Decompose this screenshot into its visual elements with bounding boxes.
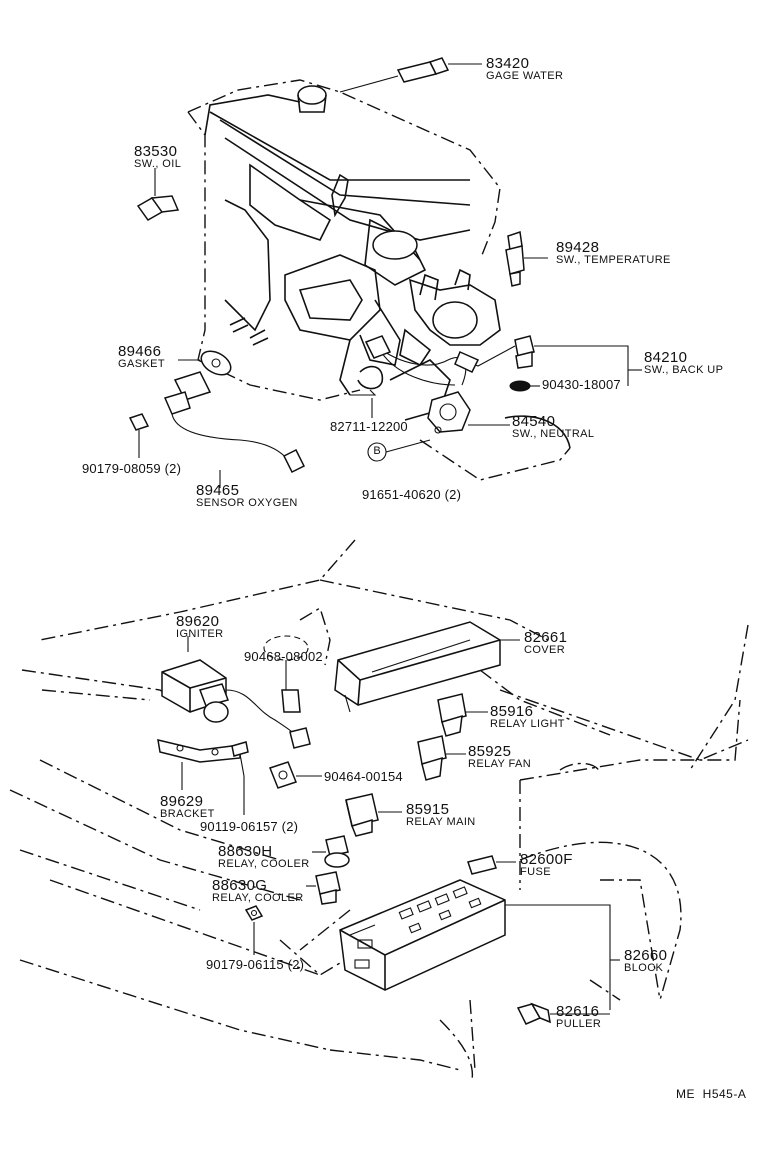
label-84540: 84540 SW., NEUTRAL [512, 414, 594, 440]
part-description: IGNITER [176, 628, 224, 640]
part-description: COVER [524, 644, 566, 656]
part-number: 82660 [624, 947, 668, 964]
temperature-switch [505, 231, 548, 287]
label-82660: 82660 BLOCK [624, 948, 667, 974]
part-description: SW., BACK UP [644, 364, 724, 376]
part-number: 89629 [160, 793, 204, 810]
label-85925: 85925 RELAY FAN [468, 744, 531, 770]
part-number: 82600F [520, 851, 573, 868]
part-description: SW., TEMPERATURE [556, 254, 671, 266]
oil-pressure-switch [136, 168, 180, 221]
relay-main [345, 793, 402, 837]
part-number: 88630H [218, 843, 273, 860]
label-90468-08002: 90468-08002 [244, 649, 323, 664]
fuse-box-cover [334, 621, 520, 713]
engine-compartment-outline [9, 539, 749, 1081]
neutral-start-switch [427, 391, 571, 449]
label-89465: 89465 SENSOR OXYGEN [196, 483, 298, 509]
fuse [467, 855, 516, 875]
part-number: 89620 [176, 613, 220, 630]
bolt-b-marker [367, 439, 431, 462]
igniter-screw [231, 741, 249, 815]
label-83530: 83530 SW., OIL [134, 144, 181, 170]
part-description: PULLER [556, 1018, 602, 1030]
part-number: 85925 [468, 743, 512, 760]
nut-90179 [244, 905, 264, 955]
part-description: GASKET [118, 358, 166, 370]
relay-cooler-g [306, 871, 341, 905]
part-number: 85916 [490, 703, 534, 720]
relay-light [437, 693, 488, 737]
wire-clamp-ring [263, 635, 309, 713]
part-description: RELAY FAN [468, 758, 532, 770]
part-number: 84210 [644, 349, 688, 366]
drawing-code-footer: ME H545-A [676, 1088, 746, 1100]
part-number: 83530 [134, 143, 178, 160]
part-number: 88630G [212, 877, 268, 894]
label-82616: 82616 PULLER [556, 1004, 601, 1030]
water-gage-sender [339, 57, 482, 93]
part-number: 83420 [486, 55, 530, 72]
label-90119-06157: 90119-06157 (2) [200, 819, 299, 834]
part-description: RELAY MAIN [406, 816, 476, 828]
oxygen-sensor-assembly [128, 350, 306, 488]
label-88630G: 88630G RELAY, COOLER [212, 878, 304, 904]
part-description: FUSE [520, 866, 551, 878]
footer-code-right: H545-A [702, 1087, 747, 1101]
part-description: BRACKET [160, 808, 215, 820]
part-number: 82616 [556, 1003, 600, 1020]
part-description: RELAY, COOLER [218, 858, 310, 870]
part-description: BLOCK [624, 962, 664, 974]
backup-switch [454, 335, 642, 392]
relay-cooler-h [312, 835, 350, 868]
label-82711-12200: 82711-12200 [330, 419, 408, 434]
label-89620: 89620 IGNITER [176, 614, 223, 640]
part-number: 89465 [196, 482, 240, 499]
label-83420: 83420 GAGE WATER [486, 56, 563, 82]
label-82600F: 82600F FUSE [520, 852, 573, 878]
part-description: GAGE WATER [486, 70, 564, 82]
part-description: RELAY LIGHT [490, 718, 565, 730]
part-number: 89466 [118, 343, 162, 360]
label-85916: 85916 RELAY LIGHT [490, 704, 565, 730]
label-90179-08059: 90179-08059 (2) [82, 461, 182, 476]
label-89428: 89428 SW., TEMPERATURE [556, 240, 671, 266]
part-number: 89428 [556, 239, 600, 256]
label-84210: 84210 SW., BACK UP [644, 350, 723, 376]
label-89466: 89466 GASKET [118, 344, 165, 370]
wire-harness-clip [269, 761, 322, 789]
label-90464-00154: 90464-00154 [324, 769, 403, 784]
relay-fan [417, 735, 466, 781]
label-91651-40620: 91651-40620 (2) [362, 487, 462, 502]
part-description: SENSOR OXYGEN [196, 497, 298, 509]
label-90430-18007: 90430-18007 [542, 377, 621, 392]
label-85915: 85915 RELAY MAIN [406, 802, 476, 828]
label-88630H: 88630H RELAY, COOLER [218, 844, 310, 870]
part-description: RELAY, COOLER [212, 892, 304, 904]
label-89629: 89629 BRACKET [160, 794, 215, 820]
label-82661: 82661 COVER [524, 630, 567, 656]
part-number: 84540 [512, 413, 556, 430]
b-marker-letter: B [373, 445, 381, 457]
fuse-puller [516, 1002, 610, 1025]
label-90179-06115: 90179-06115 (2) [206, 957, 305, 972]
part-description: SW., NEUTRAL [512, 428, 595, 440]
fuse-block [339, 879, 620, 1010]
igniter-unit [157, 636, 311, 790]
part-description: SW., OIL [134, 158, 182, 170]
part-number: 82661 [524, 629, 568, 646]
footer-code-left: ME [676, 1087, 695, 1101]
engine-illustration [187, 79, 571, 481]
part-number: 85915 [406, 801, 450, 818]
